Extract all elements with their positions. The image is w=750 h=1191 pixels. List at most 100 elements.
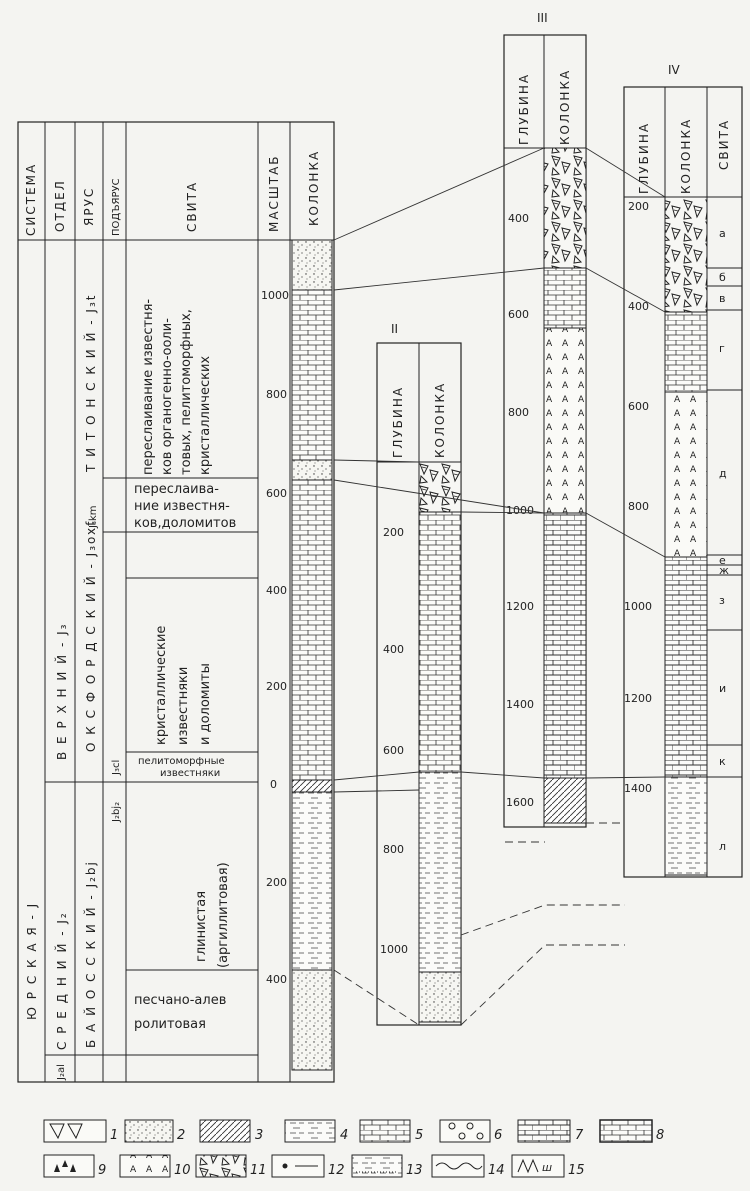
svg-text:ш: ш bbox=[542, 1161, 552, 1174]
scale-tick: 600 bbox=[266, 487, 287, 500]
legend-row-2: 9 10 11 12 13 14 ш 15 bbox=[43, 1154, 585, 1178]
depth-tick: 1200 bbox=[624, 692, 652, 705]
scale-tick: 200 bbox=[266, 680, 287, 693]
table-body-labels: Ю Р С К А Я - J В Е Р Х Н И Й - J₃ С Р Е… bbox=[25, 294, 236, 1082]
yarus-oksford: О К С Ф О Р Д С К И Й - J₃oxf bbox=[83, 520, 98, 752]
legend-swatch bbox=[43, 1154, 95, 1178]
depth-label: ГЛУБИНА bbox=[517, 73, 531, 145]
column-label: КОЛОНКА bbox=[558, 69, 572, 145]
svita-letter: б bbox=[719, 271, 726, 284]
header-sistema: СИСТЕМА bbox=[24, 163, 38, 236]
header-otdel: ОТДЕЛ bbox=[53, 179, 67, 232]
header-podyarus: ПОДЪЯРУС bbox=[111, 178, 122, 236]
legend-swatch bbox=[517, 1119, 571, 1143]
scale-tick: 0 bbox=[270, 778, 277, 791]
section-title: III bbox=[537, 11, 548, 25]
yarus-bayos: Б А Й О С С К И Й - J₂bj bbox=[83, 860, 98, 1048]
depth-label: ГЛУБИНА bbox=[391, 386, 405, 458]
header-kolonka: КОЛОНКА bbox=[307, 150, 321, 226]
header-masshtab: МАСШТАБ bbox=[267, 154, 281, 232]
otdel-upper: В Е Р Х Н И Й - J₃ bbox=[54, 623, 69, 760]
legend-swatch bbox=[284, 1119, 336, 1143]
yarus-aalen: J₂al bbox=[56, 1064, 67, 1081]
legend-swatch bbox=[124, 1119, 174, 1143]
depth-tick: 800 bbox=[508, 406, 529, 419]
main-stratigraphic-table bbox=[17, 121, 335, 1083]
legend-number: 15 bbox=[568, 1163, 585, 1178]
yarus-titon: Т И Т О Н С К И Й - J₃t bbox=[83, 294, 98, 474]
depth-tick: 400 bbox=[628, 300, 649, 313]
legend-number: 3 bbox=[255, 1128, 263, 1143]
header-yarus: ЯРУС bbox=[82, 187, 96, 226]
yarus-kim: J₃km bbox=[88, 506, 99, 530]
legend-swatch bbox=[43, 1119, 107, 1143]
podyarus-kelloway: J₃cl bbox=[111, 760, 122, 776]
podyarus-bajos2: J₂bj₂ bbox=[111, 802, 122, 823]
legend-swatch bbox=[195, 1154, 247, 1178]
svita-letter: з bbox=[719, 594, 725, 607]
legend-number: 8 bbox=[656, 1128, 664, 1143]
legend-swatch bbox=[199, 1119, 251, 1143]
legend: 1 2 3 4 5 6 7 8 9 10 bbox=[43, 1119, 664, 1178]
legend-number: 14 bbox=[488, 1163, 505, 1178]
scale-tick: 1000 bbox=[261, 289, 289, 302]
depth-tick: 800 bbox=[628, 500, 649, 513]
legend-swatch bbox=[511, 1154, 565, 1178]
depth-label: ГЛУБИНА bbox=[637, 122, 651, 194]
svita-letter: к bbox=[719, 755, 726, 768]
svita-letter: ж bbox=[719, 564, 729, 577]
scale-tick: 800 bbox=[266, 388, 287, 401]
depth-tick: 600 bbox=[508, 308, 529, 321]
scale-tick: 200 bbox=[266, 876, 287, 889]
svita-titon-line: переслаивание известня- bbox=[141, 299, 156, 475]
table-header: СИСТЕМА ОТДЕЛ ЯРУС ПОДЪЯРУС СВИТА МАСШТА… bbox=[24, 150, 321, 236]
svita-letter: в bbox=[719, 292, 725, 305]
depth-tick: 1400 bbox=[506, 698, 534, 711]
system-label: Ю Р С К А Я - J bbox=[25, 902, 39, 1020]
depth-tick: 600 bbox=[628, 400, 649, 413]
legend-number: 6 bbox=[494, 1128, 502, 1143]
scale-tick: 400 bbox=[266, 584, 287, 597]
scale-tick: 400 bbox=[266, 973, 287, 986]
depth-tick: 1200 bbox=[506, 600, 534, 613]
svita-letter: е bbox=[719, 554, 726, 567]
depth-tick: 400 bbox=[383, 643, 404, 656]
column-label: КОЛОНКА bbox=[433, 382, 447, 458]
depth-tick: 1600 bbox=[506, 796, 534, 809]
depth-tick: 1400 bbox=[624, 782, 652, 795]
section-II: II ГЛУБИНА КОЛОНКА 200 400 600 800 1000 bbox=[376, 322, 462, 1026]
svita-kelloway-text: пелитоморфные известняки bbox=[138, 756, 228, 779]
depth-tick: 200 bbox=[628, 200, 649, 213]
legend-swatch bbox=[599, 1119, 653, 1143]
correlation-lines bbox=[333, 147, 666, 1026]
legend-swatch bbox=[439, 1119, 491, 1143]
svita-label: СВИТА bbox=[717, 119, 731, 170]
svita-letter: д bbox=[719, 467, 727, 480]
section-IV: IV ГЛУБИНА КОЛОНКА СВИТА 200 400 600 800… bbox=[623, 63, 743, 878]
otdel-middle: С Р Е Д Н И Й - J₂ bbox=[54, 911, 69, 1050]
scale-ticks: 1000 800 600 400 200 0 200 400 bbox=[261, 289, 289, 986]
svita-oksford-text: кристаллические известняки и доломиты bbox=[154, 621, 213, 745]
legend-swatch bbox=[359, 1119, 411, 1143]
legend-swatch bbox=[431, 1154, 485, 1178]
svita-kim-text: переслаива- ние известня- ков,доломитов bbox=[134, 482, 236, 531]
header-svita: СВИТА bbox=[185, 181, 199, 232]
svita-titon-text: переслаивание известня- ков органогенно-… bbox=[141, 295, 213, 475]
svita-sand-text: песчано-алев ролитовая bbox=[134, 993, 231, 1032]
depth-tick: 1000 bbox=[624, 600, 652, 613]
legend-swatch bbox=[119, 1154, 171, 1178]
section-title: II bbox=[391, 322, 398, 336]
svita-letter: и bbox=[719, 682, 726, 695]
legend-swatch bbox=[351, 1154, 403, 1178]
main-lithology-column bbox=[291, 239, 333, 1071]
depth-tick: 800 bbox=[383, 843, 404, 856]
legend-number: 12 bbox=[328, 1163, 345, 1178]
legend-number: 13 bbox=[406, 1163, 423, 1178]
depth-tick: 1000 bbox=[506, 504, 534, 517]
legend-number: 7 bbox=[575, 1128, 584, 1143]
depth-tick: 600 bbox=[383, 744, 404, 757]
svita-letter: г bbox=[719, 342, 725, 355]
legend-number: 11 bbox=[250, 1163, 267, 1178]
depth-tick: 1000 bbox=[380, 943, 408, 956]
